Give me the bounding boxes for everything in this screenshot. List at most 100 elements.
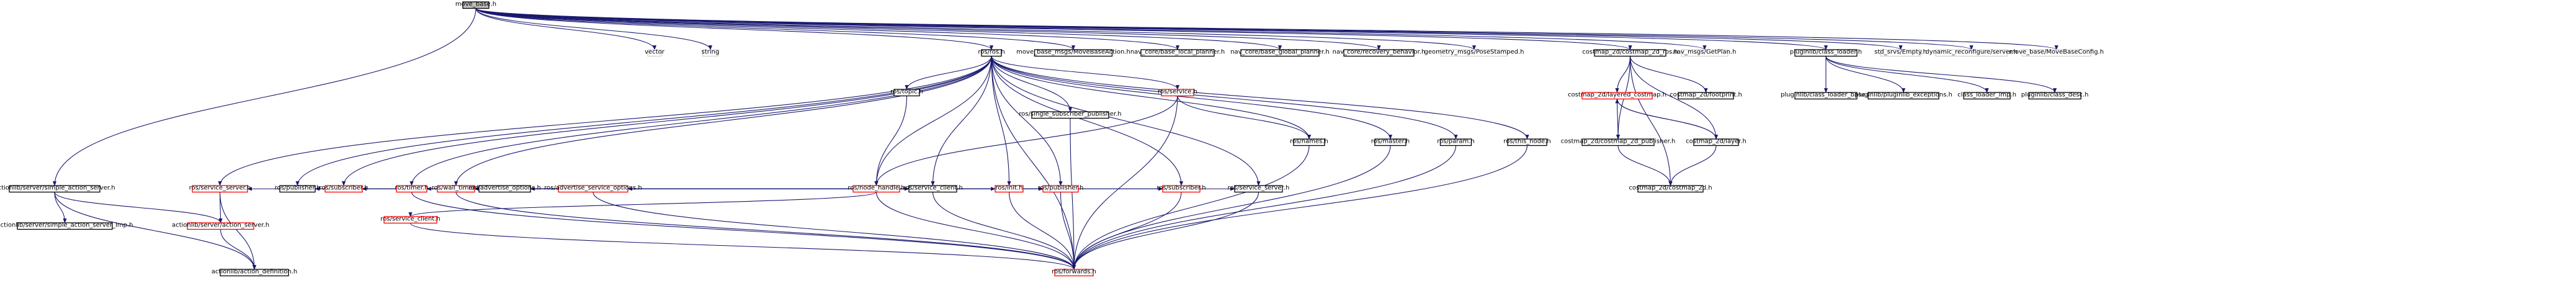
node-layeredcm[interactable]: costmap_2d/layered_costmap.h — [1568, 92, 1666, 100]
node-actiondef[interactable]: actionlib/action_definition.h — [212, 269, 297, 277]
edge-service_h-to-names — [1177, 96, 1312, 140]
node-vector[interactable]: vector — [645, 49, 665, 57]
node-label: move_base_msgs/MoveBaseAction.h — [1016, 49, 1130, 56]
node-box — [478, 185, 531, 193]
node-bgp[interactable]: nav_core/base_global_planner.h — [1230, 49, 1330, 57]
node-classloader[interactable]: pluginlib/class_loader.h — [1790, 49, 1862, 57]
node-label: pluginlib/class_loader.h — [1790, 49, 1862, 56]
edge-root-to-mbaction — [475, 8, 1075, 50]
node-box — [324, 185, 363, 193]
node-master[interactable]: ros/master.h — [1371, 138, 1410, 146]
node-label: dynamic_reconfigure/server.h — [1925, 49, 2017, 56]
node-recov[interactable]: nav_core/recovery_behavior.h — [1333, 49, 1426, 57]
node-label: move_base/MoveBaseConfig.h — [2009, 49, 2104, 56]
node-label: ros/this_node.h — [1503, 138, 1550, 145]
node-cm2dros[interactable]: costmap_2d/costmap_2d_ros.h — [1582, 49, 1678, 57]
node-label: costmap_2d/costmap_2d_publisher.h — [1561, 138, 1676, 145]
edge-root-to-string — [475, 8, 713, 50]
node-label: actionlib/action_definition.h — [212, 269, 297, 276]
node-label: ros/master.h — [1371, 138, 1410, 145]
edge-servsrv-to-actiondef — [219, 192, 257, 270]
node-cldesc[interactable]: pluginlib/class_desc.h — [2021, 92, 2089, 100]
node-subscriber2[interactable]: ros/subscriber.h — [1156, 185, 1206, 193]
node-getplan[interactable]: nav_msgs/GetPlan.h — [1673, 49, 1737, 57]
node-service_h[interactable]: ros/service.h — [1158, 89, 1197, 97]
edge-topic-to-nodehandle — [874, 96, 908, 186]
edge-ros_h-to-service_h — [991, 56, 1180, 90]
node-cmpub[interactable]: costmap_2d/costmap_2d_publisher.h — [1561, 138, 1676, 146]
node-thisnode[interactable]: ros/this_node.h — [1503, 138, 1551, 146]
node-ros_h[interactable]: ros/ros.h — [978, 49, 1005, 57]
node-layer[interactable]: costmap_2d/layer.h — [1686, 138, 1746, 146]
edge-param-to-forwards — [1071, 145, 1457, 270]
node-box — [462, 1, 490, 9]
node-box — [1031, 111, 1109, 119]
node-string[interactable]: string — [702, 49, 720, 57]
node-empty[interactable]: std_srvs/Empty.h — [1874, 49, 1927, 57]
node-publisher2[interactable]: ros/publisher.h — [1038, 185, 1084, 193]
node-label: ros/service_server.h — [189, 185, 251, 192]
node-walltimer[interactable]: ros/wall_timer.h — [432, 185, 481, 193]
node-box — [437, 185, 475, 193]
node-advopts[interactable]: ros/advertise_options.h — [468, 185, 541, 193]
node-init[interactable]: ros/init.h — [995, 185, 1024, 193]
node-label: actionlib/server/simple_action_server.h — [0, 185, 115, 192]
node-box — [9, 185, 101, 193]
edge-publisher2-to-forwards — [1060, 192, 1076, 270]
node-footprint[interactable]: costmap_2d/footprint.h — [1670, 92, 1742, 100]
node-topic[interactable]: ros/topic.h — [890, 89, 923, 97]
node-sas[interactable]: actionlib/server/simple_action_server.h — [0, 185, 115, 193]
node-subscriber_h[interactable]: ros/subscriber.h — [319, 185, 369, 193]
node-box — [1963, 92, 2011, 100]
node-blp[interactable]: nav_core/base_local_planner.h — [1130, 49, 1225, 57]
node-mbaction[interactable]: move_base_msgs/MoveBaseAction.h — [1016, 49, 1130, 57]
node-names[interactable]: ros/names.h — [1290, 138, 1328, 146]
node-climp[interactable]: class_loader_imp.h — [1957, 92, 2016, 100]
edge-ros_h-to-param — [991, 56, 1458, 140]
node-param[interactable]: ros/param.h — [1437, 138, 1475, 146]
edge-names-to-forwards — [1071, 145, 1310, 270]
node-timer[interactable]: ros/timer.h — [395, 185, 429, 193]
node-label: ros/node_handle.h — [847, 185, 905, 192]
edge-root-to-bgp — [475, 8, 1282, 50]
edge-nodehandle-to-servclient2 — [408, 192, 877, 217]
node-box — [1240, 49, 1320, 57]
node-forwards[interactable]: ros/forwards.h — [1052, 269, 1096, 277]
edge-cm2dros-to-footprint — [1629, 56, 1708, 93]
edge-ros_h-to-servsrv — [218, 56, 992, 186]
node-publisher_h[interactable]: ros/publisher.h — [275, 185, 321, 193]
node-mbconfig[interactable]: move_base/MoveBaseConfig.h — [2009, 49, 2104, 57]
node-label: ros/names.h — [1290, 138, 1328, 145]
edge-ros_h-to-topic — [905, 56, 992, 90]
node-label: actionlib/server/simple_action_server_im… — [0, 222, 133, 229]
node-pose[interactable]: geometry_msgs/PoseStamped.h — [1424, 49, 1524, 57]
edge-ros_h-to-subscriber2 — [991, 56, 1184, 186]
edge-service_h-to-forwards — [1071, 96, 1178, 270]
node-plexc[interactable]: pluginlib/pluginlib_exceptions.h — [1854, 92, 1952, 100]
node-servclient2[interactable]: ros/service_client.h — [380, 216, 441, 224]
node-dynreconf[interactable]: dynamic_reconfigure/server.h — [1925, 49, 2018, 57]
edge-ros_h-to-walltimer — [454, 56, 992, 186]
node-box — [1581, 92, 1653, 100]
node-cm2d[interactable]: costmap_2d/costmap_2d.h — [1629, 185, 1712, 193]
node-clbase[interactable]: pluginlib/class_loader_base.h — [1781, 92, 1871, 100]
node-servclient[interactable]: ros/service_client.h — [903, 185, 963, 193]
node-root: move_base.h — [455, 1, 496, 9]
node-nodehandle[interactable]: ros/node_handle.h — [847, 185, 905, 193]
node-label: costmap_2d/layer.h — [1686, 138, 1746, 145]
node-actionserver[interactable]: actionlib/server/action_server.h — [172, 222, 269, 230]
node-label: ros/param.h — [1437, 138, 1475, 145]
node-advsrvopts[interactable]: ros/advertise_service_options.h — [544, 185, 642, 193]
node-box — [1880, 49, 1921, 57]
edge-root-to-mbconfig — [475, 8, 2059, 50]
node-ssp[interactable]: ros/single_subscriber_publisher.h — [1019, 111, 1122, 119]
node-box — [1374, 138, 1407, 146]
node-srvserver[interactable]: ros/service_server.h — [1228, 185, 1290, 193]
node-box — [2021, 49, 2091, 57]
node-sasimp[interactable]: actionlib/server/simple_action_server_im… — [0, 222, 133, 230]
edge-actionserver-to-actiondef — [220, 229, 257, 270]
node-label: nav_core/base_global_planner.h — [1230, 49, 1330, 56]
node-label: class_loader_imp.h — [1957, 92, 2016, 99]
node-servsrv[interactable]: ros/service_server.h — [189, 185, 251, 193]
node-label: nav_msgs/GetPlan.h — [1673, 49, 1737, 56]
